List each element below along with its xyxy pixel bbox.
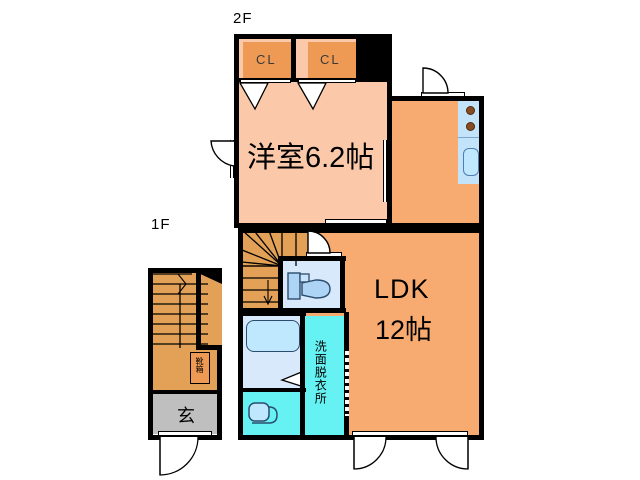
washroom-sliding-door[interactable]	[345, 348, 349, 416]
wall-bath-bottom	[238, 388, 306, 392]
wall-wing-chamfer	[148, 268, 222, 284]
toilet-fixture-icon	[287, 272, 331, 300]
front-door-leaf[interactable]	[158, 431, 212, 436]
wall-1f-top	[238, 228, 484, 233]
wall-1f-right	[479, 228, 484, 440]
shoebox-icon	[190, 352, 210, 384]
ldk-size-label: 12帖	[375, 315, 433, 345]
staircase-1f-icon	[241, 227, 310, 312]
wall-toilet-right	[340, 256, 345, 313]
wall-2f-bedroom-right	[387, 34, 392, 228]
closet-left-swing-icon	[238, 82, 328, 111]
wall-wing-inner	[196, 268, 201, 350]
toilet-door-swing-icon	[307, 230, 331, 254]
wall-1f-left	[238, 228, 243, 440]
washroom-floor	[304, 316, 348, 436]
wall-toilet-left	[278, 256, 283, 313]
shoebox-label: 靴箱	[195, 357, 205, 373]
stove-burner-rear-icon	[466, 106, 475, 115]
wall-closet-divider	[291, 38, 296, 82]
bedroom-side-window[interactable]	[383, 140, 387, 202]
floor-tag-1f: 1F	[151, 216, 171, 233]
wall-stairs-bottom	[238, 308, 306, 313]
wall-toilet-bottom	[278, 308, 346, 313]
wall-bath-right	[300, 312, 305, 436]
front-door-swing-icon	[159, 436, 199, 476]
genkan-label: 玄	[177, 406, 195, 426]
kitchen-entry-door-swing-icon	[422, 67, 449, 94]
wall-wing-step	[196, 345, 222, 350]
wall-2f-top	[234, 34, 392, 39]
wall-genkan-step	[148, 390, 222, 394]
ldk-balcony-door-swings-icon	[353, 436, 469, 470]
wall-closet-right-block	[356, 38, 388, 82]
closet-right-door[interactable]	[298, 79, 356, 83]
ldk-label: LDK	[374, 274, 430, 304]
wall-kitchen-right	[479, 96, 484, 228]
wall-bath-top	[238, 312, 306, 316]
bedroom-label: 洋室6.2帖	[247, 142, 375, 174]
kitchen-sink-basin-icon	[463, 148, 479, 176]
genkan-tile	[152, 394, 222, 434]
wall-kitchen-bottom	[387, 223, 484, 228]
closet-right-label: CL	[320, 52, 341, 67]
closet-right-floor	[308, 42, 356, 78]
bathtub-icon	[246, 320, 300, 352]
wall-kitchen-top	[387, 96, 484, 101]
wash-basin-fixture-icon	[248, 402, 278, 424]
wall-2f-left	[234, 34, 239, 228]
stove-burner-front-icon	[466, 122, 475, 131]
entrance-hall-floor	[152, 272, 222, 394]
ldk-balcony-doorframe[interactable]	[352, 431, 468, 436]
bath-floor-lower	[242, 356, 304, 392]
kitchen-counter-divider	[458, 137, 484, 138]
bedroom-entry-door-swing-icon	[210, 140, 235, 167]
wall-toilet-top	[278, 256, 346, 261]
closet-left-floor	[243, 42, 291, 78]
closet-left-label: CL	[256, 52, 277, 67]
bedroom-bottom-sliding-door[interactable]	[325, 219, 387, 224]
floor-tag-2f: 2F	[233, 10, 253, 27]
washroom-label: 洗面脱衣所	[313, 340, 328, 405]
wall-wing-left	[148, 268, 153, 440]
wall-2f-bottom	[234, 223, 392, 228]
